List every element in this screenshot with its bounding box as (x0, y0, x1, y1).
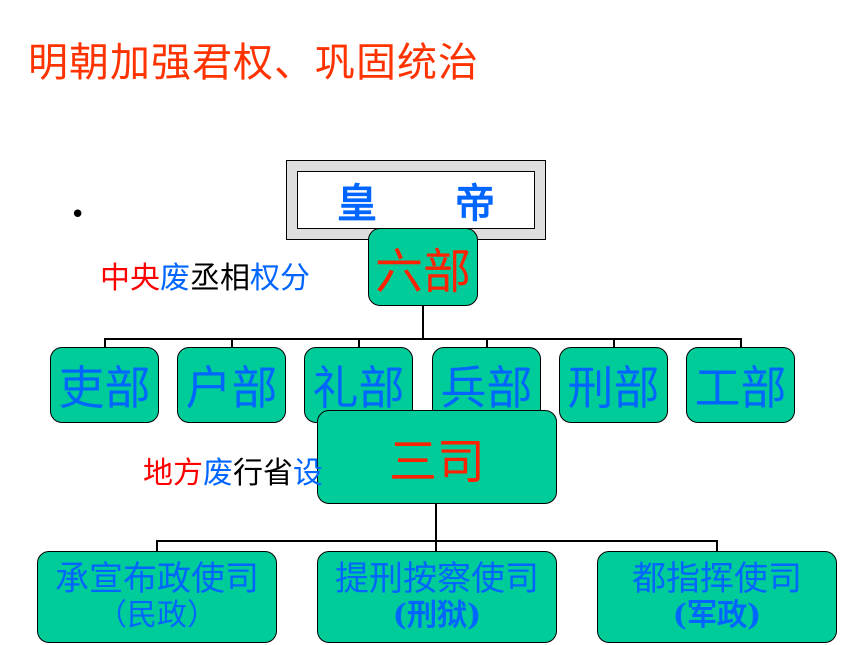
office-box-1: 承宣布政使司 （民政） (37, 551, 277, 643)
connector-office-2 (435, 540, 437, 552)
three-offices-label: 三司 (388, 434, 485, 490)
ministry-label-6: 工部 (694, 361, 787, 415)
connector-office-3 (716, 540, 718, 552)
ministry-label-5: 刑部 (567, 361, 660, 415)
connector-offices-bar (156, 540, 718, 542)
ministry-label-2: 户部 (185, 361, 278, 415)
note-power-split: 权分 (250, 261, 310, 296)
ministry-label-3: 礼部 (312, 361, 405, 415)
connector-ministry-6 (740, 338, 742, 348)
office-sub-3: (军政) (672, 598, 762, 634)
ministry-label-4: 兵部 (440, 361, 533, 415)
connector-ministry-4 (486, 338, 488, 348)
three-offices-box: 三司 (317, 410, 557, 504)
note-province: 行省 (233, 456, 293, 491)
office-name-3: 都指挥使司 (632, 559, 802, 600)
connector-ministry-1 (104, 338, 106, 348)
office-name-1: 承宣布政使司 (55, 559, 259, 600)
note-central: 中央 (100, 261, 160, 296)
ministry-box-5: 刑部 (559, 347, 668, 423)
office-box-3: 都指挥使司 (军政) (597, 551, 837, 643)
ministry-box-6: 工部 (686, 347, 795, 423)
six-ministries-box: 六部 (368, 228, 478, 306)
emperor-frame: 皇 帝 (286, 160, 546, 240)
central-reform-note: 中央废丞相权分 (100, 253, 310, 297)
emperor-char-2: 帝 (455, 181, 495, 227)
six-ministries-label: 六部 (374, 244, 471, 300)
emperor-box: 皇 帝 (297, 171, 535, 229)
connector-ministry-5 (613, 338, 615, 348)
note-local: 地方 (143, 456, 203, 491)
connector-ministry-3 (358, 338, 360, 348)
ministry-box-2: 户部 (177, 347, 286, 423)
connector-ministry-2 (231, 338, 233, 348)
note-abolish-local: 废 (203, 456, 233, 491)
office-sub-2: (刑狱) (392, 598, 482, 634)
note-chancellor: 丞相 (190, 261, 250, 296)
local-reform-note: 地方废行省设 (143, 448, 323, 492)
connector-offices-stem (435, 503, 437, 541)
ministry-label-1: 吏部 (58, 361, 151, 415)
note-establish: 设 (293, 456, 323, 491)
slide-title: 明朝加强君权、巩固统治 (28, 40, 479, 86)
office-sub-1: （民政） (97, 598, 217, 634)
office-name-2: 提刑按察使司 (335, 559, 539, 600)
connector-office-1 (156, 540, 158, 552)
connector-ministries-stem (422, 305, 424, 339)
ministry-box-1: 吏部 (50, 347, 159, 423)
note-abolish: 废 (160, 261, 190, 296)
office-box-2: 提刑按察使司 (刑狱) (317, 551, 557, 643)
emperor-char-1: 皇 (337, 181, 377, 227)
connector-ministries-bar (104, 338, 742, 340)
bullet-point: • (70, 200, 86, 230)
